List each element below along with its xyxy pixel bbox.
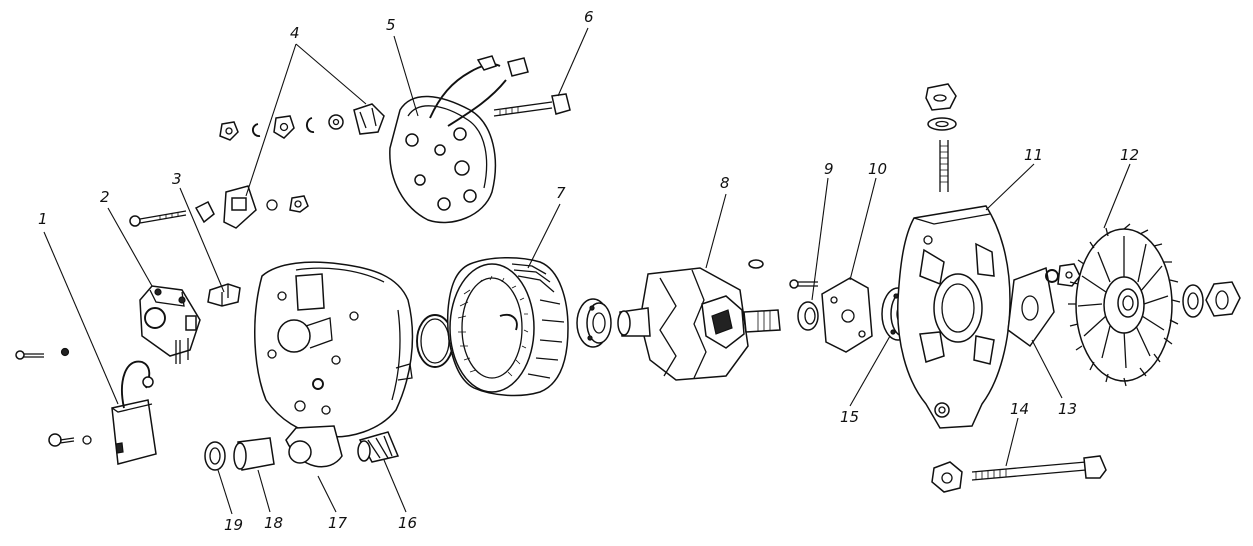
- regulator-screw: [129, 210, 187, 227]
- through-bolt-top: [493, 93, 571, 117]
- rotor: [617, 259, 781, 381]
- slip-ring-end-housing: [254, 261, 414, 468]
- callout-18: 18: [264, 514, 283, 532]
- insulating-bush-16: [357, 431, 400, 463]
- bush-18: [233, 437, 275, 471]
- callout-15: 15: [840, 408, 859, 426]
- callout-3: 3: [172, 170, 182, 188]
- callout-1: 1: [38, 210, 48, 228]
- capacitor-screw: [48, 433, 92, 447]
- callout-6: 6: [584, 8, 594, 26]
- housing-stud: [925, 83, 957, 192]
- callout-9: 9: [824, 160, 834, 178]
- callout-10: 10: [868, 160, 887, 178]
- cooling-fan: [1068, 223, 1181, 387]
- callout-14: 14: [1010, 400, 1029, 418]
- callout-16: 16: [398, 514, 417, 532]
- bearing-rear: [576, 298, 612, 348]
- pulley-washer-nut: [1182, 281, 1241, 318]
- terminal-nuts-row: [219, 103, 385, 141]
- callout-12: 12: [1120, 146, 1139, 164]
- callout-labels: 1 2 3 4 5 6 7 8 9 10 11 12 13 14 15 16 1…: [38, 8, 1139, 534]
- fan-spacer-plate: [1007, 266, 1055, 348]
- callout-17: 17: [328, 514, 348, 532]
- callout-7: 7: [556, 184, 566, 202]
- callout-2: 2: [100, 188, 110, 206]
- bearing-retainer-plate: [821, 277, 873, 353]
- callout-19: 19: [224, 516, 243, 534]
- brush-holder: [207, 283, 241, 307]
- callout-5: 5: [386, 16, 396, 34]
- small-screw-top-left: [15, 347, 70, 360]
- washer-19: [204, 441, 226, 471]
- callout-11: 11: [1024, 146, 1043, 164]
- callout-8: 8: [720, 174, 730, 192]
- capacitor-part: [111, 360, 157, 465]
- terminal-cap-lower: [223, 185, 309, 229]
- leader-lines: [43, 27, 1131, 515]
- drive-end-housing: [897, 205, 1011, 429]
- voltage-regulator: [139, 285, 201, 364]
- spacer-ring: [797, 301, 819, 331]
- fan-washer-nut: [1045, 263, 1081, 287]
- callout-13: 13: [1058, 400, 1077, 418]
- brush-clip: [194, 200, 215, 224]
- long-through-bolt: [931, 455, 1107, 493]
- stator: [446, 256, 569, 397]
- callout-4: 4: [290, 24, 300, 42]
- rectifier-diode-plate: [389, 55, 529, 224]
